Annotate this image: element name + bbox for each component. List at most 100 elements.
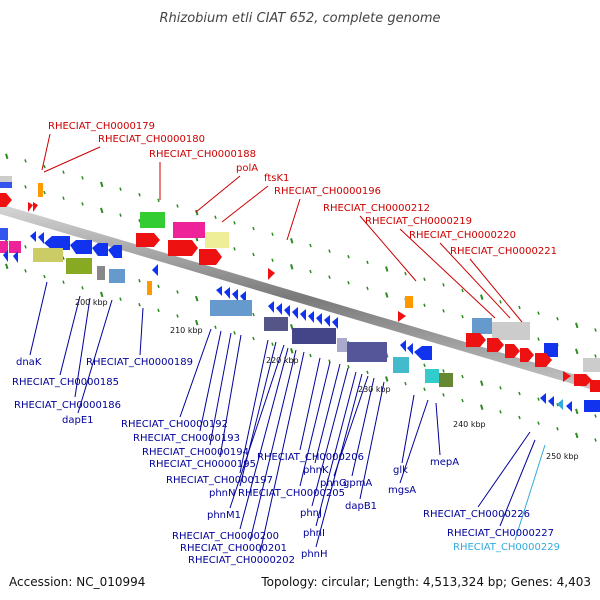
tick-mark: [480, 404, 484, 410]
tick-mark: [43, 164, 46, 169]
tick-mark: [366, 286, 369, 291]
leader-line: [315, 371, 357, 527]
gene-arrow-forward: [563, 371, 571, 382]
leader-line: [299, 357, 321, 451]
tick-mark: [24, 159, 27, 163]
leader-line: [239, 347, 289, 530]
tick-mark: [537, 397, 540, 401]
gene-labels: RHECIAT_CH0000179RHECIAT_CH0000180RHECIA…: [12, 121, 560, 566]
label-leaders: [29, 133, 546, 554]
tick-mark: [62, 170, 65, 174]
gene-block: [0, 228, 8, 240]
tick-mark: [290, 264, 294, 270]
gene-arrow-reverse: [224, 287, 230, 299]
tick-mark: [537, 337, 540, 341]
leader-line: [219, 334, 242, 458]
tick-mark: [214, 325, 217, 330]
tick-mark: [233, 221, 236, 225]
gene-label-lower: RHECIAT_CH0000197: [166, 475, 273, 486]
tick-mark: [309, 243, 312, 248]
leader-line: [229, 344, 285, 509]
gene-arrow-forward: [0, 193, 12, 207]
tick-mark: [461, 314, 464, 319]
tick-mark: [176, 204, 179, 208]
tick-mark: [233, 247, 236, 251]
tick-mark: [537, 311, 540, 315]
leader-line: [139, 307, 144, 356]
tick-mark: [157, 284, 160, 289]
gene-arrow-forward: [168, 240, 198, 256]
gene-block: [173, 222, 205, 238]
gene-features: [0, 176, 600, 412]
gene-block: [544, 343, 558, 357]
leader-line: [311, 367, 349, 507]
tick-mark: [518, 415, 521, 420]
tick-mark: [423, 363, 426, 368]
gene-block: [0, 176, 12, 182]
gene-arrow-forward: [33, 202, 38, 212]
tick-mark: [138, 192, 141, 197]
gene-arrow-reverse: [566, 401, 572, 412]
tick-mark: [556, 317, 559, 321]
gene-arrow-reverse: [3, 250, 8, 262]
gene-arrow-reverse: [324, 315, 330, 327]
tick-mark: [366, 370, 369, 375]
leader-line: [477, 431, 531, 508]
gene-arrow-reverse: [400, 340, 406, 352]
tick-mark: [309, 353, 312, 358]
leader-line: [77, 299, 113, 414]
gene-block: [264, 317, 288, 331]
gene-arrow-reverse: [414, 346, 432, 360]
leader-line: [209, 332, 232, 446]
gene-label-lower: RHECIAT_CH0000192: [121, 419, 228, 430]
gene-arrow-reverse: [70, 240, 92, 254]
gene-block: [584, 400, 600, 412]
gene-arrow-reverse: [108, 245, 122, 258]
gene-label-lower: glk: [393, 465, 408, 476]
tick-mark: [404, 381, 407, 386]
scale-label: 210 kbp: [170, 326, 203, 335]
gene-label-lower: phnK: [303, 465, 329, 476]
tick-mark: [442, 393, 445, 397]
gene-block: [33, 248, 63, 262]
gene-block: [205, 232, 229, 248]
tick-mark: [575, 348, 579, 355]
gene-label-lower: RHECIAT_CH0000229: [453, 542, 560, 553]
scale-label: 250 kbp: [546, 452, 579, 461]
leader-line: [435, 402, 441, 456]
leader-line: [199, 330, 222, 432]
gene-arrow-forward: [28, 202, 33, 212]
tick-mark: [271, 342, 274, 346]
leader-line: [469, 258, 523, 323]
tick-mark: [5, 153, 9, 160]
tick-mark: [480, 380, 484, 386]
gene-label-lower: dnaK: [16, 357, 42, 368]
gene-label-lower: RHECIAT_CH0000186: [14, 400, 121, 411]
tick-mark: [480, 294, 484, 300]
tick-mark: [252, 312, 255, 317]
leader-line: [359, 215, 417, 282]
gene-arrow-reverse: [268, 301, 274, 313]
gene-arrow-reverse: [152, 264, 158, 276]
tick-mark: [24, 269, 27, 273]
gene-block: [210, 300, 252, 316]
gene-arrow-forward: [199, 249, 222, 265]
gene-label-lower: RHECIAT_CH0000206: [257, 452, 364, 463]
tick-mark: [461, 374, 464, 379]
tick-mark: [195, 209, 199, 216]
leader-line: [333, 375, 369, 477]
tick-mark: [423, 277, 426, 282]
gene-label-lower: RHECIAT_CH0000227: [447, 528, 554, 539]
tick-mark: [385, 376, 389, 382]
gene-arrow-forward: [136, 233, 160, 247]
leader-line: [401, 394, 415, 464]
tick-mark: [195, 319, 199, 326]
leader-line: [29, 281, 48, 356]
tick-mark: [499, 300, 502, 304]
gene-block: [393, 357, 409, 373]
gene-label-upper: RHECIAT_CH0000221: [450, 246, 557, 257]
leader-line: [249, 349, 297, 542]
tick-mark: [214, 215, 217, 220]
tick-mark: [62, 280, 65, 284]
